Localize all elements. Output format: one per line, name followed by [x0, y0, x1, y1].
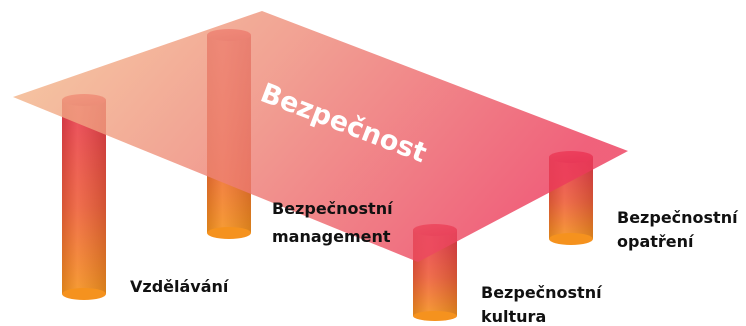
label-kultura-line2: kultura	[481, 307, 546, 326]
label-kultura-line1: Bezpečnostní	[481, 283, 603, 302]
label-opatreni-line2: opatření	[617, 232, 695, 251]
label-management-line1: Bezpečnostní	[272, 199, 394, 218]
label-management-line2: management	[272, 227, 391, 246]
pillar-vzdelavani	[62, 94, 106, 300]
label-opatreni-line1: Bezpečnostní	[617, 208, 739, 227]
security-plane: Bezpečnost	[13, 11, 628, 262]
label-vzdelavani: Vzdělávání	[130, 277, 230, 296]
